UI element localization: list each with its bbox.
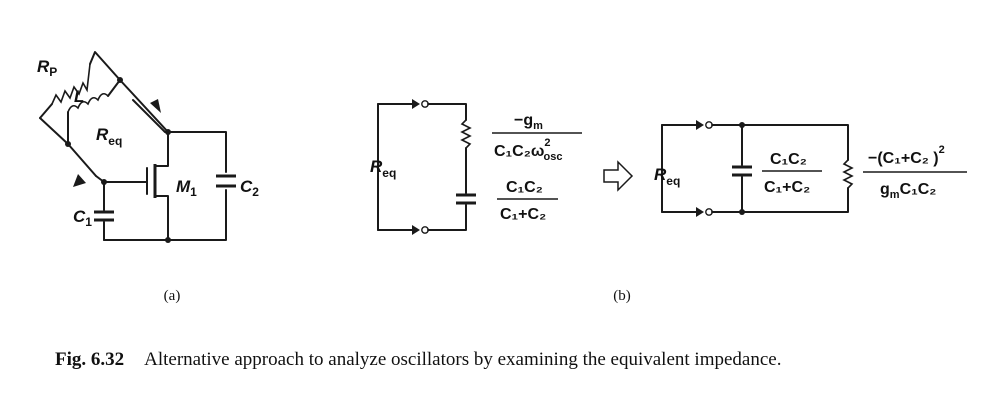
c-resistor [842, 159, 854, 189]
l-inductor [67, 92, 109, 113]
b-cap-numerator: C₁C₂ [506, 179, 543, 196]
b-bottom-arrowhead [412, 225, 420, 235]
b-resistor [460, 119, 472, 149]
c-cap-numerator: C₁C₂ [770, 151, 807, 168]
transform-arrow [603, 160, 634, 192]
req-arrow-top [132, 99, 166, 133]
circuit-c: Req C₁C₂ C₁+C₂ −(C₁+C₂ )2 gmC₁C₂ [654, 120, 967, 217]
req-arrow-bottom [67, 143, 97, 177]
m1-source-lead [154, 195, 169, 241]
m1-drain-lead [154, 131, 169, 167]
c-cap-denominator: C₁+C₂ [764, 179, 810, 196]
tank-left-wire [39, 103, 53, 119]
tank-left-lower-wire [39, 117, 69, 145]
req-arrowhead-top [150, 99, 161, 113]
circuit-a: RP L Req M1 C1 C2 [37, 51, 259, 243]
subfig-label-b: (b) [613, 288, 631, 304]
tank-top-wire [89, 51, 121, 81]
req-arrowhead-bottom [73, 174, 86, 187]
label-c1: C1 [73, 207, 92, 229]
label-req-c: Req [654, 165, 680, 188]
c2-lower-wire [103, 189, 227, 241]
drain-wire [119, 79, 227, 173]
tank-right-wire [107, 79, 121, 97]
b-res-numerator: −gm [514, 112, 543, 132]
label-req-b: Req [370, 157, 396, 180]
c-res-numerator: −(C₁+C₂ )2 [868, 144, 945, 167]
c-bottom-arrowhead [696, 207, 704, 217]
label-c2: C2 [240, 177, 259, 199]
subfig-label-a: (a) [164, 288, 181, 304]
caption-number: Fig. 6.32 [55, 349, 125, 370]
rp-resistor [51, 63, 91, 105]
node-ground [165, 237, 171, 243]
c-res-denominator: gmC₁C₂ [880, 181, 936, 201]
label-l: L [74, 87, 84, 106]
b-top-wire [427, 103, 467, 121]
label-req-a: Req [96, 125, 122, 148]
figure-caption: Fig. 6.32 Alternative approach to analyze… [55, 349, 781, 371]
c-bottom-rail [711, 187, 849, 213]
gate-to-tank [95, 175, 105, 183]
c-top-arrowhead [696, 120, 704, 130]
c-top-rail [711, 124, 849, 161]
label-rp: RP [37, 57, 57, 79]
caption-text: Alternative approach to analyze oscillat… [144, 349, 782, 370]
b-cap-denominator: C₁+C₂ [500, 206, 546, 223]
label-m1: M1 [176, 177, 197, 199]
b-bottom-wire [427, 204, 467, 231]
b-top-arrowhead [412, 99, 420, 109]
